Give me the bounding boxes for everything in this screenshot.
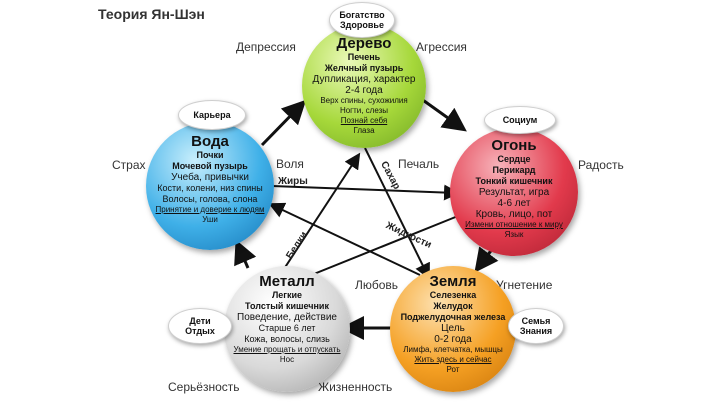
element-water-name: Вода bbox=[191, 133, 229, 150]
metal-line: Поведение, действие bbox=[237, 312, 337, 323]
earth-line: Селезенка bbox=[429, 290, 477, 300]
bubble-society: Социум bbox=[484, 106, 556, 134]
water-line: Волосы, голова, слона bbox=[162, 194, 258, 204]
element-water: Вода Почки Мочевой пузырь Учеба, привычк… bbox=[146, 122, 274, 250]
bubble-family: Семья Знания bbox=[508, 308, 564, 344]
water-line: Учеба, привычки bbox=[171, 172, 249, 183]
arrow-wood-to-earth bbox=[364, 147, 430, 280]
emotion-seriousness: Серьёзность bbox=[168, 380, 240, 394]
arrow-metal-to-water bbox=[234, 239, 257, 269]
page-title: Теория Ян-Шэн bbox=[98, 6, 205, 22]
wood-line: Желчный пузырь bbox=[324, 63, 404, 73]
metal-line: Легкие bbox=[271, 290, 303, 300]
wood-line: Глаза bbox=[353, 126, 375, 135]
emotion-joy: Радость bbox=[578, 158, 624, 172]
bubble-family-line: Знания bbox=[519, 326, 553, 336]
wood-line: Дупликация, характер bbox=[312, 74, 416, 85]
wood-line: Верх спины, сухожилия bbox=[320, 96, 408, 105]
metal-line: Нос bbox=[279, 355, 295, 364]
arrow-water-to-fire bbox=[271, 184, 460, 201]
fire-line: 4-6 лет bbox=[497, 198, 531, 209]
arrow-earth-to-water bbox=[268, 202, 421, 276]
water-line: Кости, колени, низ спины bbox=[157, 183, 263, 193]
element-fire: Огонь Сердце Перикард Тонкий кишечник Ре… bbox=[450, 128, 578, 256]
fire-line: Результат, игра bbox=[478, 187, 550, 198]
bubble-children-line: Дети bbox=[189, 316, 211, 326]
water-line: Мочевой пузырь bbox=[172, 161, 248, 171]
earth-line: Рот bbox=[446, 365, 460, 374]
earth-line: Поджелудочная железа bbox=[400, 312, 506, 322]
metal-line: Толстый кишечник bbox=[245, 301, 329, 311]
emotion-aggression: Агрессия bbox=[416, 40, 467, 54]
metal-line: Умение прощать и отпускать bbox=[233, 345, 341, 354]
element-wood-name: Дерево bbox=[336, 35, 392, 52]
element-earth: Земля Селезенка Желудок Поджелудочная же… bbox=[390, 266, 516, 392]
emotion-love: Любовь bbox=[355, 278, 399, 292]
water-line: Уши bbox=[202, 215, 218, 224]
element-wood: Дерево Печень Желчный пузырь Дупликация,… bbox=[302, 24, 426, 148]
element-metal-name: Металл bbox=[259, 273, 315, 290]
fire-line: Сердце bbox=[497, 154, 531, 164]
emotion-vitality: Жизненность bbox=[318, 380, 393, 394]
fire-line: Язык bbox=[504, 230, 524, 239]
fire-line: Перикард bbox=[492, 165, 536, 175]
emotion-will: Воля bbox=[276, 157, 304, 171]
wood-line: Познай себя bbox=[340, 116, 388, 125]
element-metal: Металл Легкие Толстый кишечник Поведение… bbox=[224, 266, 350, 392]
element-fire-name: Огонь bbox=[491, 137, 537, 154]
bubble-wealth-line: Богатство bbox=[339, 10, 385, 20]
earth-line: Жить здесь и сейчас bbox=[414, 355, 492, 364]
bubble-family-line: Семья bbox=[521, 316, 551, 326]
metal-line: Старше 6 лет bbox=[258, 323, 316, 333]
emotion-oppression: Угнетение bbox=[496, 278, 553, 292]
bubble-wealth-line: Здоровье bbox=[340, 20, 384, 30]
wood-line: Ногти, слезы bbox=[339, 106, 389, 115]
wood-line: Печень bbox=[347, 52, 381, 62]
bubble-career: Карьера bbox=[178, 100, 246, 130]
earth-line: Цель bbox=[441, 323, 465, 334]
emotion-sadness: Печаль bbox=[398, 157, 440, 171]
bubble-children-line: Отдых bbox=[185, 326, 215, 336]
element-earth-name: Земля bbox=[429, 273, 477, 290]
water-line: Принятие и доверие к людям bbox=[155, 205, 265, 214]
bubble-children: Дети Отдых bbox=[168, 308, 232, 344]
label-fats: Жиры bbox=[278, 176, 308, 187]
arrow-wood-to-fire bbox=[419, 96, 467, 132]
water-line: Почки bbox=[196, 150, 224, 160]
bubble-wealth: Богатство Здоровье bbox=[329, 2, 395, 38]
earth-line: Желудок bbox=[433, 301, 473, 311]
bubble-career-line: Карьера bbox=[193, 110, 231, 120]
metal-line: Кожа, волосы, слизь bbox=[244, 334, 330, 344]
wood-line: 2-4 года bbox=[345, 85, 383, 96]
emotion-depression: Депрессия bbox=[236, 40, 296, 54]
fire-line: Тонкий кишечник bbox=[475, 176, 553, 186]
arrow-metal-to-wood bbox=[281, 152, 361, 273]
emotion-fear: Страх bbox=[112, 158, 146, 172]
fire-line: Измени отношение к миру bbox=[465, 220, 563, 229]
arrow-water-to-wood bbox=[260, 99, 307, 147]
earth-line: 0-2 года bbox=[434, 334, 472, 345]
fire-line: Кровь, лицо, пот bbox=[475, 209, 553, 220]
bubble-society-line: Социум bbox=[502, 115, 538, 125]
earth-line: Лимфа, клетчатка, мышцы bbox=[403, 345, 503, 354]
arrow-fire-to-metal bbox=[290, 215, 459, 285]
